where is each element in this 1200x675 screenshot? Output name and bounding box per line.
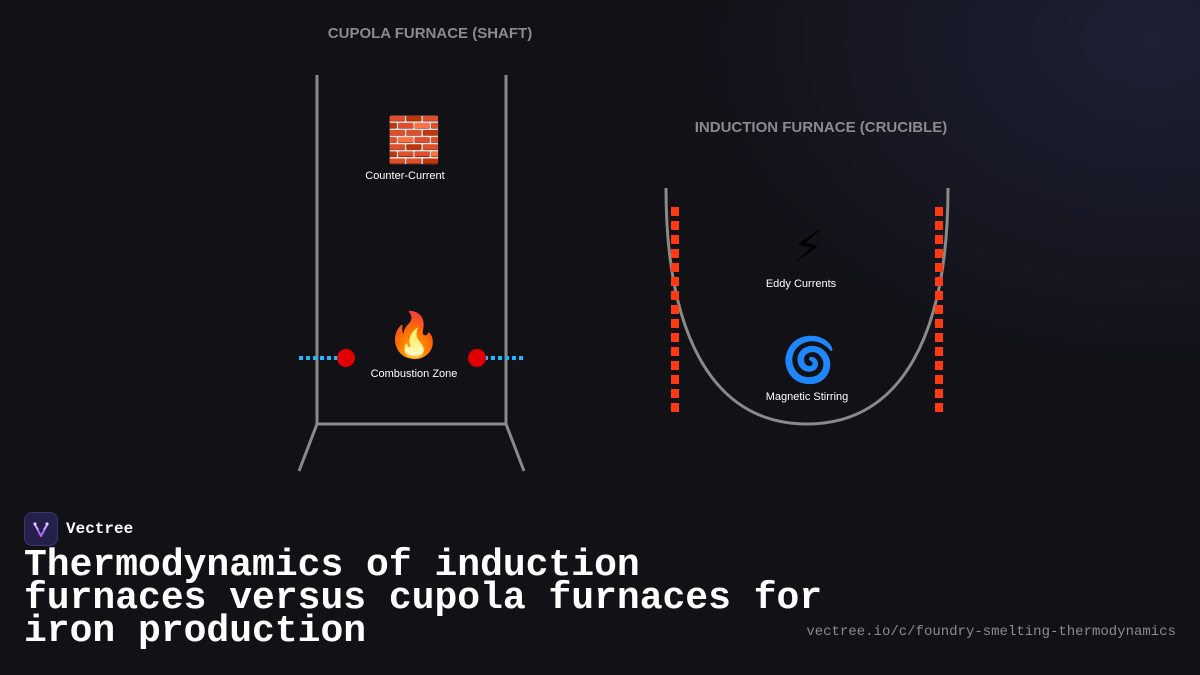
cyclone-icon: 🌀 [782,333,837,386]
furnace-diagram: CUPOLA FURNACE (SHAFT) 🧱 Counter-Current… [297,25,950,472]
vectree-logo-icon [24,512,58,546]
cupola-furnace: CUPOLA FURNACE (SHAFT) 🧱 Counter-Current… [297,25,532,472]
brick-icon: 🧱 [387,115,442,166]
counter-current-label: Counter-Current [365,170,444,182]
left-tuyere [337,349,355,367]
crucible-wall [664,187,950,426]
cupola-shaft-wall [315,75,508,426]
brand-name: Vectree [66,520,134,538]
cupola-title: CUPOLA FURNACE (SHAFT) [328,25,532,42]
right-tuyere [468,349,486,367]
eddy-currents-label: Eddy Currents [766,278,837,290]
magnetic-stirring-label: Magnetic Stirring [766,391,849,403]
lightning-icon: ⚡ [793,222,824,273]
induction-title: INDUCTION FURNACE (CRUCIBLE) [695,119,947,136]
fire-icon: 🔥 [387,310,442,361]
cupola-left-leg [297,423,319,472]
induction-furnace: INDUCTION FURNACE (CRUCIBLE) ⚡ Eddy Curr… [664,119,950,426]
cupola-right-leg [504,423,526,472]
combustion-zone-label: Combustion Zone [371,368,458,380]
brand: Vectree [24,512,133,546]
page-title: Thermodynamics of induction furnaces ver… [24,544,823,653]
source-url[interactable]: vectree.io/c/foundry-smelting-thermodyna… [806,624,1176,640]
